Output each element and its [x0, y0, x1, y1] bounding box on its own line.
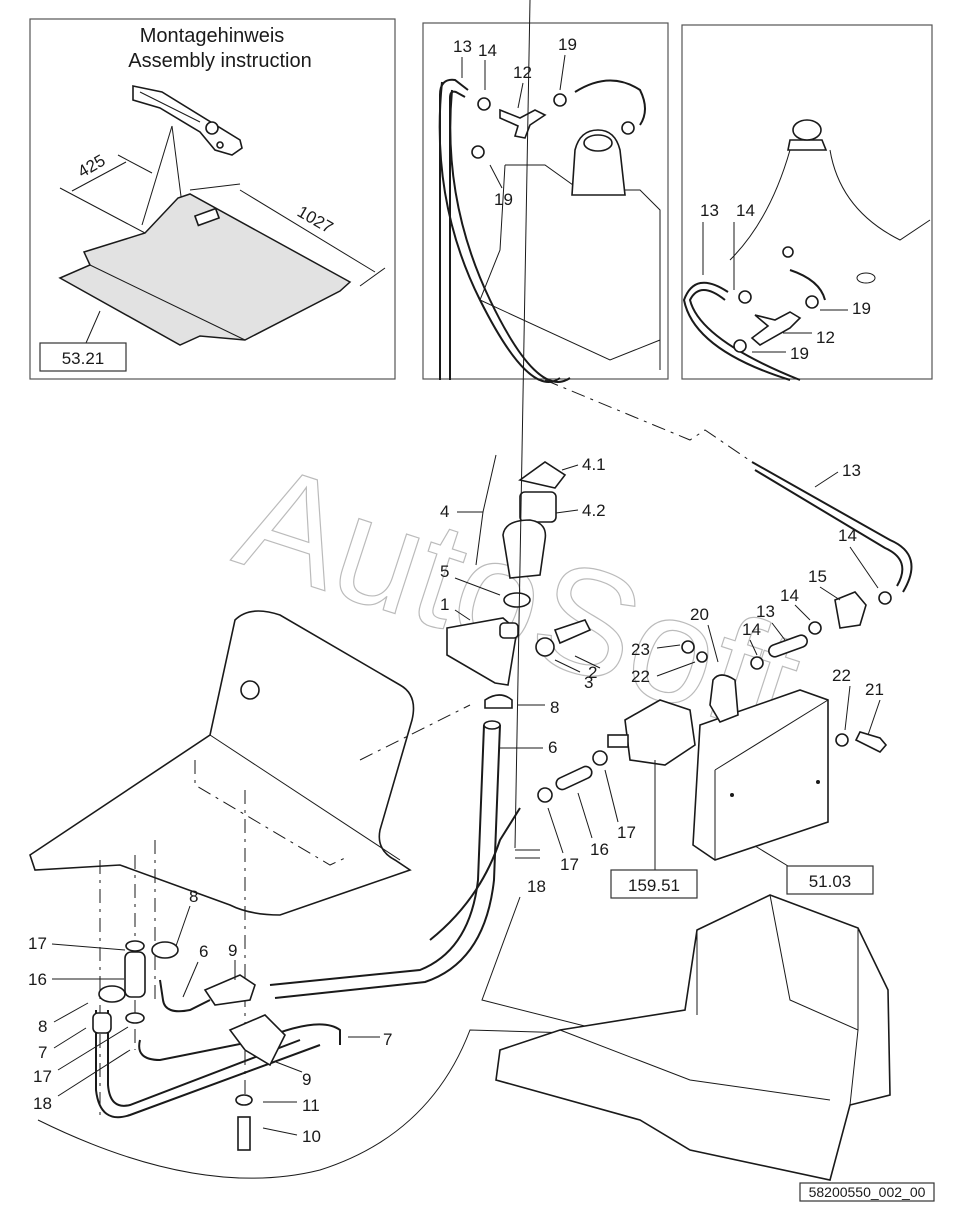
callout-17-c: 17 — [28, 934, 47, 953]
callout-23: 23 — [631, 640, 650, 659]
callout-18-a: 18 — [527, 877, 546, 896]
callout-21: 21 — [865, 680, 884, 699]
callout-19-bottom: 19 — [494, 190, 513, 209]
callout-17-b: 17 — [617, 823, 636, 842]
callout-12: 12 — [513, 63, 532, 82]
inline-filter-15 — [834, 591, 867, 629]
assembly-title-en: Assembly instruction — [128, 50, 311, 72]
fuel-pump — [624, 699, 696, 766]
reference-51-03: 51.03 — [809, 872, 852, 891]
callout-14-right: 14 — [736, 201, 755, 220]
callout-22-b: 22 — [832, 666, 851, 685]
callout-8-a: 8 — [550, 698, 559, 717]
holder-20 — [709, 674, 739, 723]
callout-13-right: 13 — [700, 201, 719, 220]
callout-13-a: 13 — [842, 461, 861, 480]
callout-3: 3 — [584, 673, 593, 692]
washer-3 — [535, 637, 555, 657]
filter-body-4 — [502, 519, 547, 579]
callout-4-2: 4.2 — [582, 501, 606, 520]
assembly-instruction-panel: Montagehinweis Assembly instruction 425 … — [29, 18, 396, 380]
control-box — [692, 689, 829, 861]
callout-19-right-bottom: 19 — [790, 344, 809, 363]
filter-mesh-4-2 — [519, 491, 557, 523]
callout-19-top: 19 — [558, 35, 577, 54]
hose-7-left — [92, 1012, 112, 1034]
callout-11: 11 — [302, 1096, 320, 1115]
callout-7-a: 7 — [38, 1043, 47, 1062]
clamp-8-lower — [98, 985, 126, 1003]
callout-16-b: 16 — [28, 970, 47, 989]
callout-2: 2 — [588, 663, 597, 682]
clamp-8-upper — [151, 941, 179, 959]
document-id: 58200550_002_00 — [809, 1184, 926, 1200]
callout-1: 1 — [440, 595, 449, 614]
callout-5: 5 — [440, 562, 449, 581]
callout-22-a: 22 — [631, 667, 650, 686]
detail-panel-tank-right: 13 14 19 12 19 — [681, 24, 933, 381]
callout-15: 15 — [808, 567, 827, 586]
clamp-8 — [484, 694, 513, 709]
callout-4-1: 4.1 — [582, 455, 606, 474]
callout-4: 4 — [440, 502, 449, 521]
floor-mat — [58, 193, 352, 346]
callout-7-b: 7 — [383, 1030, 392, 1049]
document-id-box — [799, 1182, 935, 1202]
cutter-knife-icon — [132, 85, 243, 156]
reference-box-51-03 — [786, 865, 874, 895]
seat-plate — [29, 610, 415, 916]
seal-ring-5 — [503, 592, 531, 608]
assembly-title-de: Montagehinweis — [140, 25, 285, 47]
callout-16-a: 16 — [590, 840, 609, 859]
reference-159-51: 159.51 — [628, 876, 680, 895]
bolt-10 — [237, 1116, 251, 1151]
washer-22 — [696, 651, 708, 663]
callout-13-b: 13 — [756, 602, 775, 621]
callout-8-c: 8 — [38, 1017, 47, 1036]
callout-6-b: 6 — [199, 942, 208, 961]
clamp-9-bottom — [228, 1014, 286, 1067]
callout-17-d: 17 — [33, 1067, 52, 1086]
callout-9-a: 9 — [228, 941, 237, 960]
nut-23 — [681, 640, 695, 654]
filter-cap-4-1 — [518, 461, 567, 489]
callout-20: 20 — [690, 605, 709, 624]
callout-18-b: 18 — [33, 1094, 52, 1113]
detail-panel-tank-left: 13 14 12 19 19 — [422, 22, 669, 383]
bolt-2 — [553, 619, 592, 645]
callout-14-c: 14 — [780, 586, 799, 605]
callout-14: 14 — [478, 41, 497, 60]
reference-box-53-21 — [39, 342, 127, 372]
clamp-17-upper — [125, 940, 145, 952]
callout-8-b: 8 — [189, 887, 198, 906]
callout-19-right-top: 19 — [852, 299, 871, 318]
main-exploded-view: 13 4.1 4.2 4 5 1 2 3 8 6 — [28, 0, 913, 1181]
clamp-17-lower — [125, 1012, 145, 1024]
callout-12-right: 12 — [816, 328, 835, 347]
bolt-21 — [854, 731, 888, 753]
seat-frame — [495, 894, 891, 1181]
callout-6-a: 6 — [548, 738, 557, 757]
callout-13: 13 — [453, 37, 472, 56]
reference-box-159-51 — [610, 869, 698, 899]
reference-53-21: 53.21 — [62, 349, 105, 368]
washer-11 — [235, 1094, 253, 1106]
callout-17-a: 17 — [560, 855, 579, 874]
callout-10: 10 — [302, 1127, 321, 1146]
clamp-9-top — [203, 974, 256, 1006]
hose-16 — [124, 951, 146, 998]
callout-14-a: 14 — [838, 526, 857, 545]
callout-9-b: 9 — [302, 1070, 311, 1089]
callout-14-b: 14 — [742, 620, 761, 639]
